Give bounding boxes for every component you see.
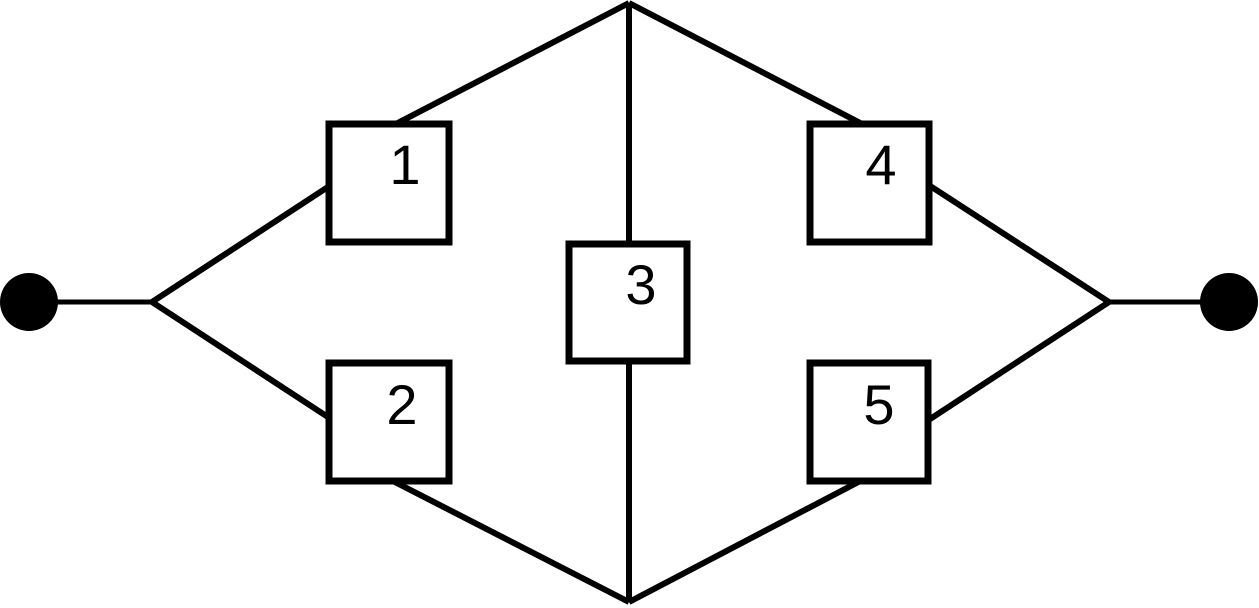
block-5-label: 5 (863, 373, 894, 436)
block-1-label: 1 (389, 133, 420, 196)
edge-block2-to-bottom-apex (387, 476, 631, 605)
edge-block4-to-right-junction (922, 179, 1111, 305)
block-3-box (565, 240, 691, 365)
block-2-label: 2 (386, 373, 417, 436)
edge-junction-to-block1 (150, 180, 336, 305)
block-3-label: 3 (625, 253, 656, 316)
edge-junction-to-block2 (150, 299, 336, 424)
block-4-label: 4 (865, 133, 896, 196)
edge-block1-to-top-apex (386, 0, 631, 131)
block-2-box (325, 359, 453, 485)
block-4-box (806, 120, 933, 246)
edge-bottom-apex-to-block5 (627, 475, 868, 605)
source-terminal-icon (0, 273, 58, 331)
edge-block5-to-right-junction (922, 299, 1111, 426)
sink-terminal-icon (1200, 273, 1258, 331)
edge-top-apex-to-block4 (627, 0, 870, 130)
block-5-box (806, 359, 932, 485)
block-1-box (325, 120, 453, 246)
